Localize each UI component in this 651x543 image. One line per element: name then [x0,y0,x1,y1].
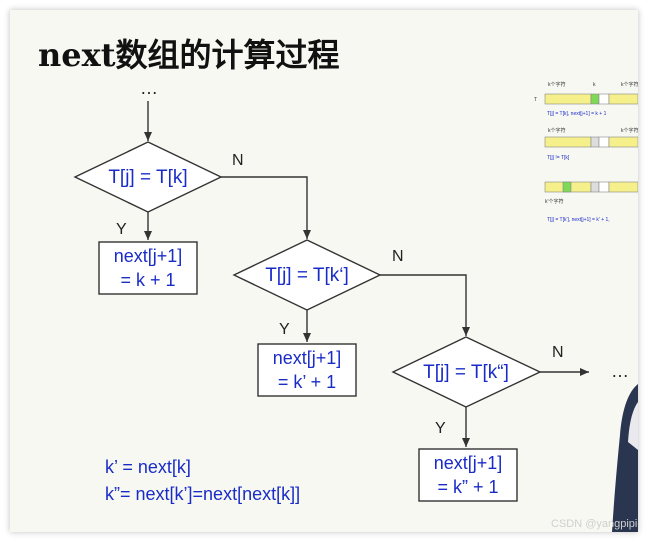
page-title: next数组的计算过程 [38,36,340,74]
thumb-bar-3-green [562,181,572,193]
decision-1-text: T[j] = T[k] [108,167,187,188]
thumb-neq: T[j] != T[k] [547,155,570,161]
watermark: CSDN @yangpipi- [551,518,638,530]
thumb-eq1: T[j] = T[k], next[j+1] = k + 1 [547,111,607,117]
decision-1-no-arrow [221,176,311,239]
decision-2-no-label: N [392,248,404,265]
decision-2-no-arrow [380,274,470,336]
result-box-2-line2: = k’ + 1 [278,372,336,392]
decision-2-text: T[j] = T[k‘] [265,265,349,286]
thumb-kp-chars: k'个字符 [545,198,563,205]
flowchart-canvas: next数组的计算过程 … T[j] = T[k] N Y next[j+1] … [38,36,638,532]
result-box-1 [98,241,198,295]
decision-2-yes-label: Y [279,321,290,338]
result-box-3-line1: next[j+1] [434,453,503,473]
presenter-shirt [628,402,638,450]
thumb-bar-2-gap [598,136,610,148]
decision-3-yes-label: Y [435,420,446,437]
thumb-k-chars-4: k个字符 [621,127,638,134]
decision-1-no-label: N [232,152,244,169]
result-box-3 [418,448,518,502]
presenter-silhouette [612,384,638,532]
thumb-bar-2-grey [590,136,600,148]
thumb-bar-3-grey [590,181,600,193]
formula-k-prime: k’ = next[k] [105,457,191,477]
result-box-1-line1: next[j+1] [114,246,183,266]
thumb-bar-1a [544,93,592,105]
thumb-bar-2b [608,136,638,148]
decision-1-yes-label: Y [116,221,127,238]
thumb-bar-1-gap [598,93,610,105]
decision-3-text: T[j] = T[k“] [423,362,509,383]
slide: next数组的计算过程 … T[j] = T[k] N Y next[j+1] … [10,10,638,532]
result-box-1-line2: = k + 1 [120,270,175,290]
thumb-eq2: T[j] = T[k'], next[j+1] = k' + 1, [547,217,610,223]
result-box-2-line1: next[j+1] [273,348,342,368]
formula-k-double-prime: k”= next[k’]=next[next[k]] [105,484,300,504]
decision-3-no-label: N [552,344,564,361]
result-box-2 [257,343,357,397]
thumb-bar-3b [608,181,638,193]
right-ellipsis: … [611,361,629,381]
thumb-bar-3-gap [598,181,610,193]
thumbnail-figure: k个字符 k k个字符 T T[j] = T[k], next[j+1] = k… [534,81,638,223]
thumb-bar-2a [544,136,592,148]
thumb-k-chars-1: k个字符 [548,81,566,88]
thumb-bar-1b [608,93,638,105]
result-box-3-line2: = k” + 1 [437,477,498,497]
thumb-k-chars-2: k个字符 [621,81,638,88]
thumb-k-chars-3: k个字符 [548,127,566,134]
thumb-row-label-t: T [534,97,537,103]
thumb-bar-1-green [590,93,600,105]
thumb-k-mark: k [593,82,596,88]
top-ellipsis: … [140,78,158,98]
